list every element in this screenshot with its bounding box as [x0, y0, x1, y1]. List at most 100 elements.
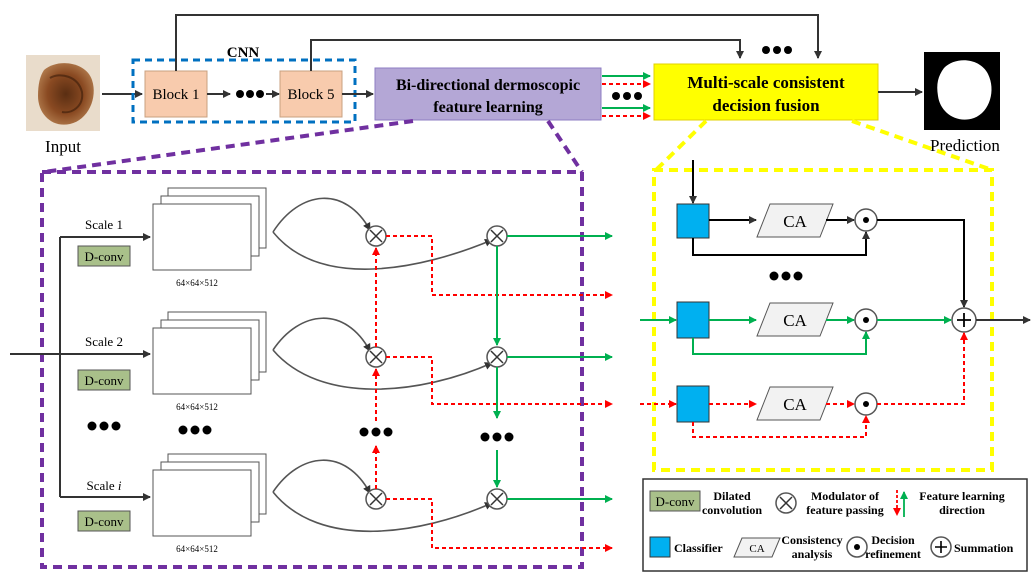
legend-dconv-label: D-conv: [656, 494, 695, 509]
ca-box-1: [756, 203, 834, 238]
col1-ellipsis-dots: [359, 427, 393, 437]
legend-consistency-line2: analysis: [792, 547, 833, 561]
legend-decision-line1: Decision: [871, 533, 915, 547]
legend-summation-icon: [930, 536, 952, 558]
yellow-zoom-left: [654, 119, 708, 172]
ca-box-3: [756, 386, 834, 421]
legend-ca-shape: [733, 537, 781, 558]
block-1: [144, 70, 208, 118]
row3-skip: [692, 415, 870, 438]
right-ellipsis-dots: [769, 271, 803, 281]
classifier-box-2: [676, 301, 710, 339]
fusion-title-line1: Multi-scale consistent: [687, 73, 845, 92]
ca-box-2: [756, 302, 834, 337]
row3-to-sum: [877, 332, 968, 405]
dconv-box-2: [77, 369, 131, 391]
cnn-box: [131, 58, 357, 124]
purple-zoom-right: [546, 119, 584, 174]
classifier-box-3: [676, 385, 710, 423]
legend-consistency-line1: Consistency: [781, 533, 842, 547]
red-dashed-row2: [386, 356, 613, 408]
feature-stack-1: [152, 187, 267, 271]
legend-classifier-label: Classifier: [674, 541, 723, 555]
bidirectional-title-line2: feature learning: [433, 99, 542, 116]
ca-label-2: CA: [783, 311, 807, 330]
block-5: [279, 70, 343, 118]
curve-rowi-lower: [272, 491, 493, 533]
modulator-icon: [486, 488, 508, 510]
curve-row1-lower: [272, 231, 493, 270]
curve-row2-upper: [272, 317, 371, 352]
summation-icon: [951, 307, 977, 333]
modulator-icon: [365, 346, 387, 368]
bidirectional-title-line1: Bi-directional dermoscopic: [396, 77, 580, 94]
legend-decision-line2: refinement: [865, 547, 921, 561]
feature-dims-1: 64×64×512: [176, 278, 218, 288]
legend-ca-label: CA: [749, 543, 764, 555]
feature-dims-2: 64×64×512: [176, 402, 218, 412]
feature-stack-2: [152, 311, 267, 395]
col2-ellipsis-dots: [480, 432, 514, 442]
purple-zoom-left: [43, 119, 414, 174]
bidir-ellipsis-dots: [612, 92, 642, 100]
cnn-label: CNN: [227, 45, 260, 61]
scale-i-var: i: [118, 478, 122, 493]
bidirectional-detail-panel: [40, 170, 584, 569]
legend-dilated-line2: convolution: [702, 503, 762, 517]
scale-2-label: Scale 2: [85, 334, 123, 349]
dconv-box-i: [77, 510, 131, 532]
legend-box: [642, 478, 1028, 572]
modulator-icon: [365, 488, 387, 510]
legend-flow-line1: Feature learning: [919, 489, 1004, 503]
legend-modulator-icon: [775, 492, 797, 514]
fusion-title-line2: decision fusion: [712, 96, 820, 115]
ca-label-1: CA: [783, 212, 807, 231]
ca-label-3: CA: [783, 395, 807, 414]
curve-rowi-upper: [272, 459, 371, 494]
curve-row2-lower: [272, 349, 493, 390]
left-ellipsis-dots-a: [87, 421, 121, 431]
row2-skip: [692, 331, 870, 355]
block-5-label: Block 5: [287, 87, 334, 103]
dconv-box-1: [77, 245, 131, 267]
legend-modulator-line1: Modulator of: [811, 489, 880, 503]
skip-block5-to-fusion: [310, 39, 744, 71]
decision-refinement-icon: [854, 308, 878, 332]
legend-dilated-line1: Dilated: [713, 489, 751, 503]
decision-refinement-icon: [854, 208, 878, 232]
modulator-icon: [486, 225, 508, 247]
fusion-box: [653, 63, 879, 121]
feature-dims-i: 64×64×512: [176, 544, 218, 554]
ellipsis-dots: [236, 90, 264, 98]
prediction-label: Prediction: [930, 136, 1000, 155]
decision-refinement-icon: [854, 392, 878, 416]
bidirectional-box: [374, 67, 602, 121]
classifier-box-1: [676, 203, 710, 239]
red-dashed-rowi: [386, 498, 613, 552]
modulator-icon: [486, 346, 508, 368]
input-label: Input: [45, 137, 81, 156]
top-ellipsis-dots: [762, 46, 792, 54]
modulator-icon: [365, 225, 387, 247]
legend-flow-line2: direction: [939, 503, 985, 517]
row1-to-sum: [877, 219, 968, 308]
row1-skip: [692, 231, 870, 256]
input-image: [26, 55, 100, 131]
scale-1-label: Scale 1: [85, 217, 123, 232]
dconv-label-i: D-conv: [85, 514, 124, 529]
legend-decision-icon: [846, 536, 868, 558]
legend-classifier-swatch: [649, 536, 671, 558]
prediction-image: [924, 52, 1000, 130]
legend-dconv-swatch: [649, 490, 701, 512]
legend-summation-label: Summation: [954, 541, 1014, 555]
block-1-label: Block 1: [152, 87, 199, 103]
feature-stack-i: [152, 453, 267, 537]
curve-row1-upper: [272, 197, 371, 233]
dconv-label-2: D-conv: [85, 373, 124, 388]
dconv-label-1: D-conv: [85, 249, 124, 264]
yellow-zoom-right: [851, 119, 993, 172]
scale-i-label: Scale i: [86, 478, 121, 493]
legend-modulator-line2: feature passing: [806, 503, 883, 517]
red-dashed-row1: [386, 235, 613, 299]
